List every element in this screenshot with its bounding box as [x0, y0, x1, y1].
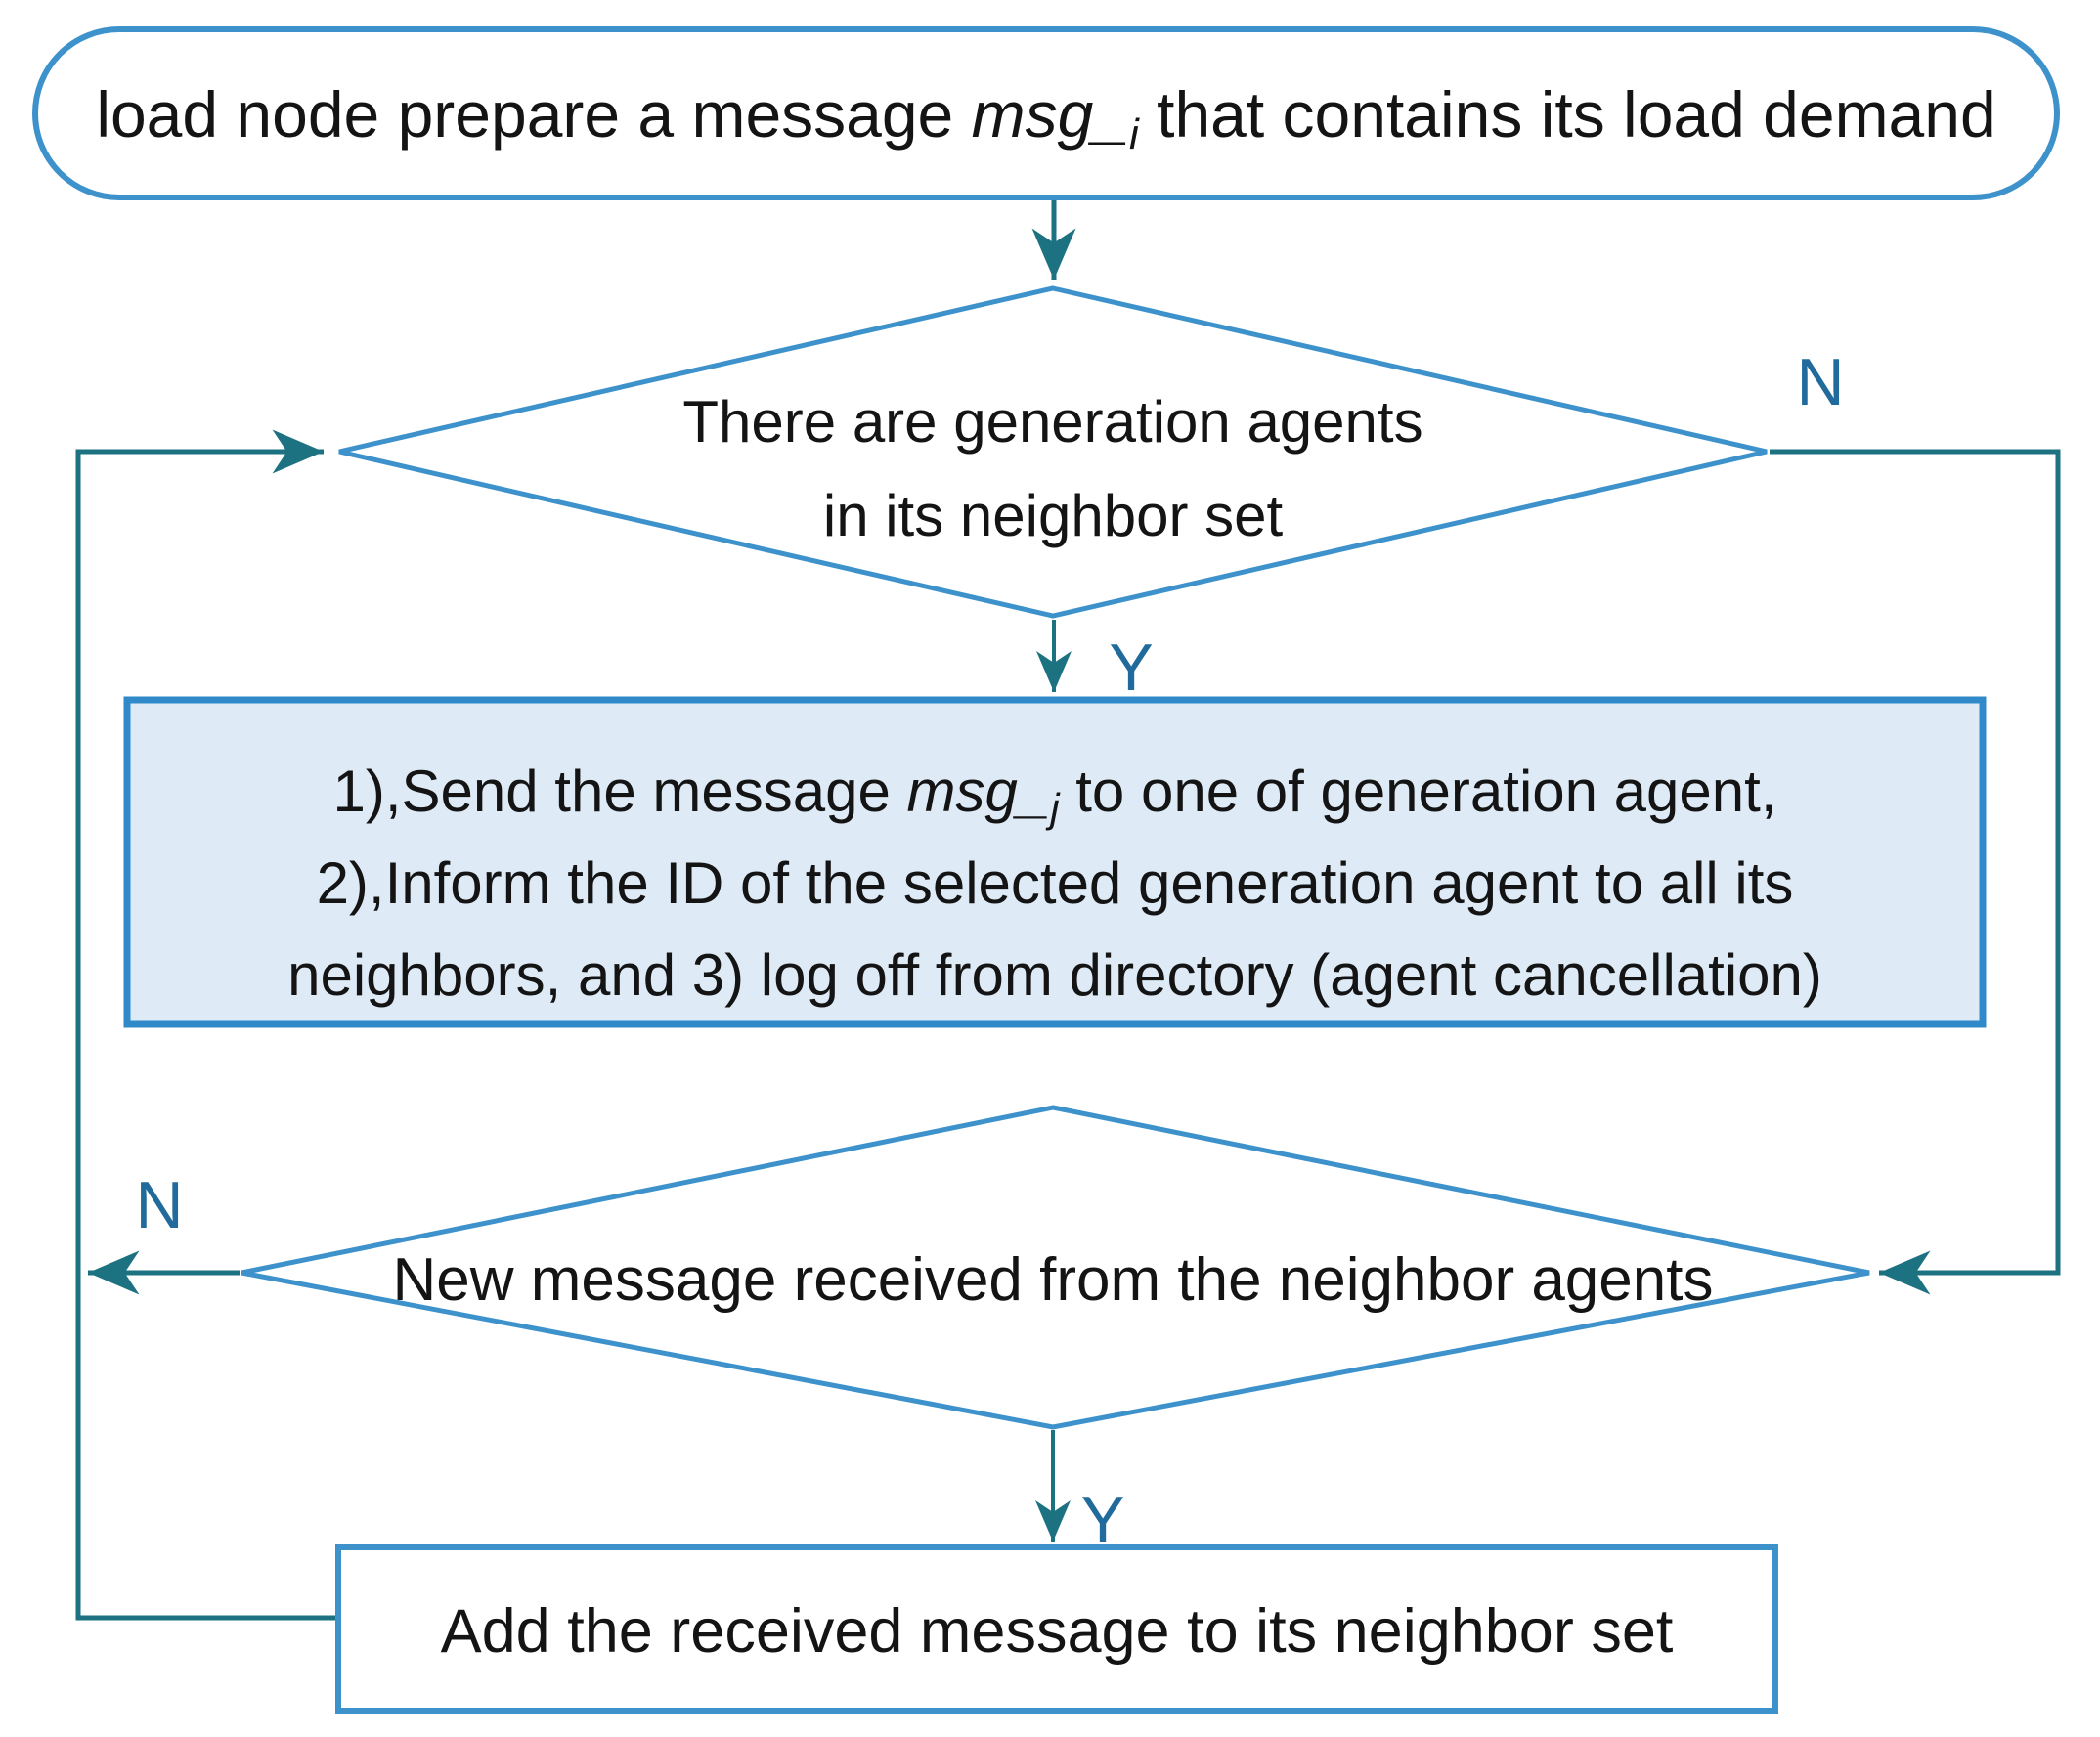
decision2-diamond — [241, 1105, 1870, 1430]
connector-loop-back-to-decision1 — [75, 429, 340, 1621]
decision2-no-label: N — [135, 1168, 183, 1242]
decision1-no-label: N — [1796, 345, 1844, 419]
process-box — [123, 696, 1987, 1028]
decision2-text: New message received from the neighbor a… — [393, 1246, 1714, 1314]
process-text-line2: 2),Inform the ID of the selected generat… — [317, 850, 1794, 916]
decision1-diamond — [338, 285, 1768, 619]
start-terminator-text: load node prepare a message msg_i that c… — [96, 78, 1995, 158]
process-text-line1: 1),Send the message msg_j to one of gene… — [332, 759, 1776, 831]
result-box — [335, 1544, 1778, 1714]
process-text-line3: neighbors, and 3) log off from directory… — [287, 942, 1822, 1008]
start-terminator — [32, 26, 2060, 200]
decision1-text-line2: in its neighbor set — [823, 483, 1284, 548]
result-text: Add the received message to its neighbor… — [441, 1597, 1674, 1666]
decision1-yes-label: Y — [1109, 630, 1153, 705]
decision1-text-line1: There are generation agents — [682, 389, 1422, 455]
connector-decision1-no-to-decision2 — [1770, 449, 2061, 1295]
